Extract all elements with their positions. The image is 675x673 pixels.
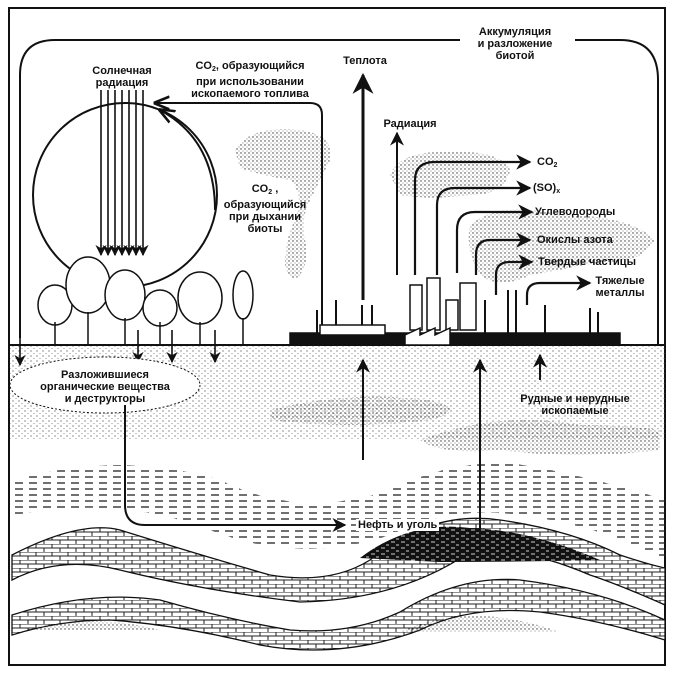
co2-text: CO <box>251 183 269 195</box>
smoke-cloud-right <box>468 209 655 283</box>
label-line: радиация <box>95 77 149 89</box>
label-line: органические вещества <box>40 381 170 393</box>
label-decomposed-organics: Разложившиеся органические вещества и де… <box>30 369 180 405</box>
label-co2-respiration: CO2 , образующийся при дыхании биоты <box>220 183 310 235</box>
tree-icon <box>232 270 254 345</box>
label-line: образующийся <box>223 199 307 211</box>
trees <box>37 256 254 345</box>
label-emission-nox: Окислы азота <box>537 234 613 246</box>
label-line: при использовании <box>196 76 304 88</box>
label-line: ископаемого топлива <box>191 88 309 100</box>
decomposed-organics-ellipse <box>9 356 201 414</box>
label-line: CO2, образующийся <box>175 60 325 76</box>
label-co2-fossil-fuel: CO2, образующийся при использовании иско… <box>175 60 325 100</box>
industrial-plant <box>289 277 621 346</box>
label-accumulation: Аккумуляция и разложение биотой <box>465 26 565 62</box>
particulates-emission-arrow <box>494 254 534 295</box>
label-heat: Теплота <box>343 55 387 67</box>
organics-to-oil-arrow <box>124 405 347 532</box>
nox-emission-arrow <box>474 232 532 275</box>
solar-radiation-rays <box>95 90 149 257</box>
label-line: при дыхании <box>229 211 301 223</box>
label-radiation: Радиация <box>383 118 437 130</box>
label-text: , <box>272 183 279 195</box>
stipple-band-mid <box>270 396 450 425</box>
label-oil-coal: Нефть и уголь <box>356 519 440 531</box>
co2-text: CO <box>195 60 212 72</box>
subscript: x <box>556 188 561 195</box>
label-line: ископаемые <box>541 405 609 417</box>
sox-text: (SO) <box>533 182 557 194</box>
shale-layer <box>15 463 665 560</box>
label-minerals: Рудные и нерудные ископаемые <box>510 393 640 417</box>
label-line: биотой <box>495 50 535 62</box>
subscript: 2 <box>268 189 273 196</box>
tree-icon <box>104 269 146 345</box>
cycle-loop-arrow <box>19 39 659 345</box>
label-line: биоты <box>247 223 283 235</box>
label-solar-radiation: Солнечная радиация <box>82 65 162 89</box>
sand-lens-right <box>400 616 560 632</box>
sox-emission-arrow <box>435 180 532 275</box>
label-line: металлы <box>595 287 645 299</box>
heavy-metals-emission-arrow <box>525 275 592 305</box>
label-line: и разложение <box>477 38 553 50</box>
co2-respiration-arrow <box>160 110 216 211</box>
label-line: Разложившиеся <box>61 369 149 381</box>
hydrocarbon-emission-arrow <box>455 204 534 273</box>
label-text: , образующийся <box>215 60 305 72</box>
label-emission-hydrocarbons: Углеводороды <box>535 206 616 218</box>
limestone-layer-lower <box>11 578 666 651</box>
smoke-cloud-left <box>235 129 331 279</box>
emission-arrows <box>413 154 592 305</box>
smoke-clouds <box>235 129 655 283</box>
label-line: CO2 , <box>220 183 310 199</box>
label-line: Рудные и нерудные <box>520 393 630 405</box>
decomposition-arrows <box>14 330 221 367</box>
label-line: Аккумуляция <box>478 26 552 38</box>
label-emission-co2: CO2 <box>537 156 557 172</box>
label-emission-sox: (SO)x <box>533 182 560 198</box>
label-emission-heavy-metals: Тяжелые металлы <box>590 275 650 299</box>
co2-fossil-arrow <box>155 103 323 330</box>
smoke-cloud-center <box>390 151 510 198</box>
label-line: Тяжелые <box>595 275 645 287</box>
tree-icon <box>65 256 111 345</box>
label-line: Солнечная <box>92 65 152 77</box>
co2-emission-arrow <box>413 154 532 275</box>
sand-lens-left <box>25 621 160 630</box>
label-emission-particulates: Твердые частицы <box>538 256 636 268</box>
subscript: 2 <box>211 66 216 73</box>
tree-icon <box>142 289 178 345</box>
subscript: 2 <box>553 162 558 169</box>
co2-text: CO <box>537 156 554 168</box>
label-line: и деструкторы <box>64 393 146 405</box>
tree-icon <box>177 271 223 345</box>
